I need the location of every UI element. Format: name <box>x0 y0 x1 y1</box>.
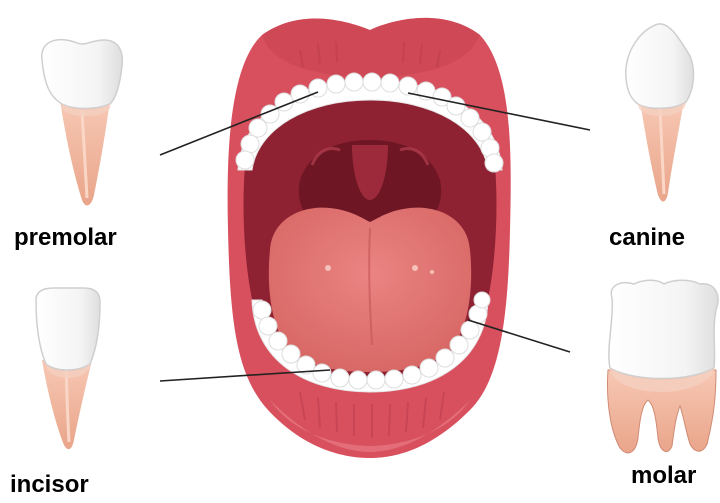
incisor-tooth-icon <box>36 288 100 449</box>
label-incisor: incisor <box>10 473 89 497</box>
molar-tooth-icon <box>608 280 719 453</box>
label-canine: canine <box>609 226 685 250</box>
premolar-tooth-icon <box>42 40 123 206</box>
label-premolar: premolar <box>14 226 117 250</box>
canine-tooth-icon <box>626 24 694 202</box>
open-mouth-illustration <box>228 18 511 458</box>
label-molar: molar <box>631 464 696 488</box>
